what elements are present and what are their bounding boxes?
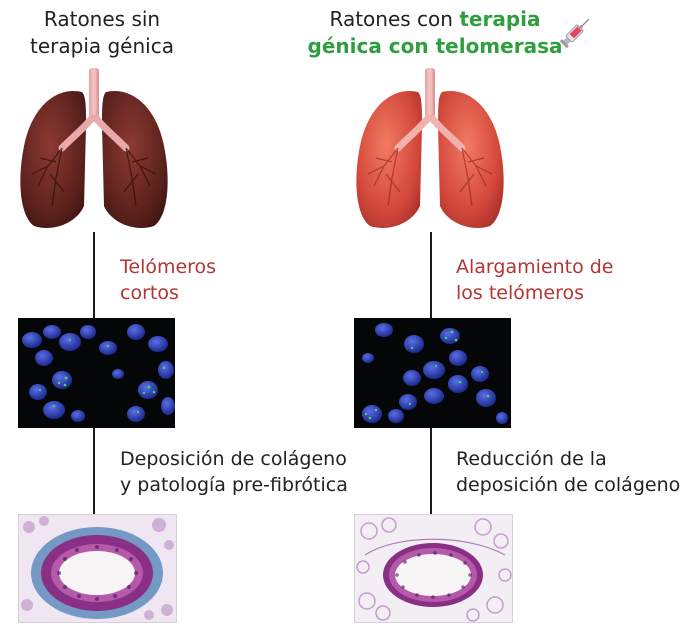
left-step1: Telómeros cortos — [120, 254, 270, 306]
left-step2: Deposición de colágeno y patología pre-f… — [120, 446, 360, 498]
right-title-line1: Ratones con terapia — [300, 6, 570, 33]
right-connector-1 — [430, 232, 432, 318]
right-title-green2: génica con telomerasa — [307, 34, 563, 58]
left-title-line1: Ratones sin — [43, 7, 161, 31]
right-title-green1: terapia — [459, 7, 541, 31]
histology-untreated — [18, 514, 177, 623]
right-step2: Reducción de la deposición de colágeno — [456, 446, 692, 498]
right-connector-2 — [430, 428, 432, 514]
histology-image — [355, 515, 512, 622]
left-connector-2 — [93, 428, 95, 514]
left-step1-line1: Telómeros — [120, 256, 217, 278]
microscopy-treated — [354, 318, 511, 428]
left-title: Ratones sin terapia génica — [14, 6, 190, 60]
lungs-icon — [20, 68, 168, 228]
fluorescence-image — [22, 324, 175, 422]
right-step2-line2: deposición de colágeno — [456, 474, 681, 496]
right-step1-line2: los telómeros — [456, 282, 584, 304]
histology-treated — [354, 514, 513, 623]
left-step1-line2: cortos — [120, 282, 179, 304]
right-step1-line1: Alargamiento de — [456, 256, 614, 278]
lungs-untreated — [12, 66, 176, 232]
right-title-prefix: Ratones con — [329, 7, 453, 31]
right-step1: Alargamiento de los telómeros — [456, 254, 656, 306]
syringe-icon — [556, 12, 596, 52]
left-step2-line1: Deposición de colágeno — [120, 448, 347, 470]
right-step2-line1: Reducción de la — [456, 448, 607, 470]
histology-image — [19, 515, 176, 622]
right-title: Ratones con terapia génica con telomeras… — [300, 6, 570, 60]
fluorescence-image — [362, 323, 508, 424]
lungs-treated — [348, 66, 512, 232]
lungs-icon — [356, 68, 504, 228]
left-title-line2: terapia génica — [30, 34, 174, 58]
left-connector-1 — [93, 232, 95, 318]
left-step2-line2: y patología pre-fibrótica — [120, 474, 348, 496]
microscopy-untreated — [18, 318, 175, 428]
